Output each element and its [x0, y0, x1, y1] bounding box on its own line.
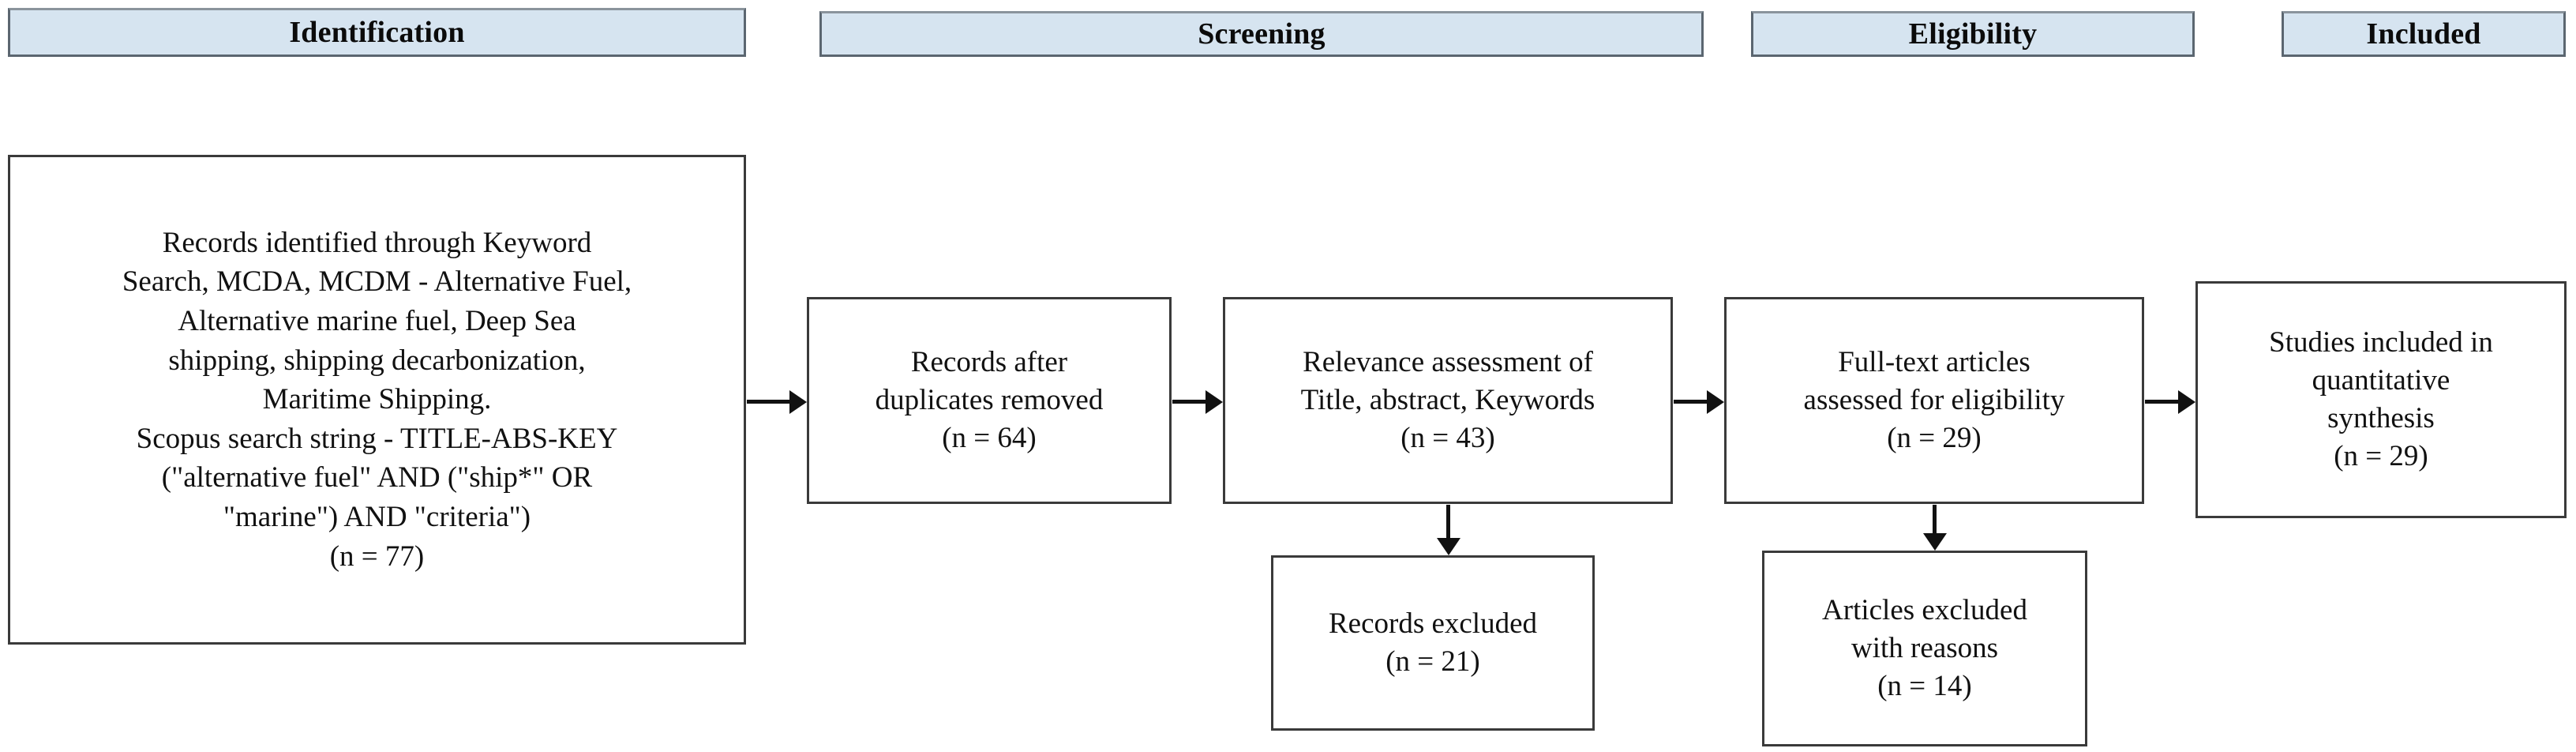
box-count: (n = 29)	[1887, 422, 1982, 455]
stage-header-screening: Screening	[819, 11, 1704, 57]
connector-relevance-to-fulltext	[1674, 400, 1707, 404]
stage-header-eligibility: Eligibility	[1751, 11, 2195, 57]
box-line: assessed for eligibility	[1803, 383, 2065, 416]
box-studies-included-quantitative-synthesis: Studies included in quantitative synthes…	[2195, 281, 2567, 518]
box-line: Relevance assessment of	[1303, 345, 1593, 378]
box-line: shipping, shipping decarbonization,	[168, 344, 586, 377]
stage-header-included: Included	[2282, 11, 2566, 57]
box-line: Title, abstract, Keywords	[1300, 383, 1595, 416]
box-relevance-assessment: Relevance assessment of Title, abstract,…	[1223, 297, 1673, 504]
box-count: (n = 64)	[942, 422, 1037, 455]
box-line: ("alternative fuel" AND ("ship*" OR	[161, 461, 593, 494]
arrow-down-icon	[1923, 533, 1947, 551]
box-line: Records excluded	[1328, 607, 1538, 640]
box-count: (n = 43)	[1400, 422, 1495, 455]
box-records-excluded: Records excluded (n = 21)	[1271, 555, 1595, 731]
connector-relevance-to-records-excluded	[1446, 505, 1450, 538]
box-count: (n = 77)	[329, 540, 425, 573]
box-line: synthesis	[2327, 402, 2435, 434]
stage-header-label: Identification	[289, 16, 465, 49]
stage-header-identification: Identification	[8, 8, 746, 57]
box-line: Scopus search string - TITLE-ABS-KEY	[136, 422, 618, 455]
arrow-right-icon	[1206, 390, 1223, 414]
box-line: Maritime Shipping.	[262, 383, 492, 416]
box-line: Studies included in	[2269, 325, 2493, 359]
box-line: "marine") AND "criteria")	[223, 500, 531, 533]
stage-header-label: Included	[2366, 17, 2481, 51]
stage-header-label: Screening	[1198, 17, 1325, 51]
box-line: with reasons	[1851, 631, 1998, 664]
connector-fulltext-to-articles-excluded	[1933, 505, 1937, 533]
stage-header-label: Eligibility	[1908, 17, 2038, 51]
box-line: duplicates removed	[875, 383, 1104, 416]
box-count: (n = 14)	[1877, 670, 1972, 703]
arrow-down-icon	[1437, 538, 1460, 555]
box-count: (n = 29)	[2334, 440, 2428, 473]
box-line: Alternative marine fuel, Deep Sea	[178, 305, 576, 338]
connector-fulltext-to-included	[2145, 400, 2178, 404]
box-count: (n = 21)	[1385, 645, 1480, 678]
arrow-right-icon	[789, 390, 807, 414]
connector-duplicates-to-relevance	[1172, 400, 1206, 404]
arrow-right-icon	[2178, 390, 2195, 414]
box-line: Records after	[910, 345, 1068, 378]
box-line: Full-text articles	[1838, 345, 2030, 378]
box-line: quantitative	[2312, 363, 2450, 397]
box-line: Search, MCDA, MCDM - Alternative Fuel,	[122, 265, 632, 299]
box-articles-excluded-with-reasons: Articles excluded with reasons (n = 14)	[1762, 551, 2087, 746]
box-line: Articles excluded	[1822, 593, 2027, 626]
connector-identification-to-duplicates	[747, 400, 789, 404]
box-records-after-duplicates-removed: Records after duplicates removed (n = 64…	[807, 297, 1172, 504]
box-records-identified: Records identified through Keyword Searc…	[8, 155, 746, 645]
box-line: Records identified through Keyword	[162, 226, 592, 259]
arrow-right-icon	[1707, 390, 1724, 414]
box-full-text-articles-assessed: Full-text articles assessed for eligibil…	[1724, 297, 2144, 504]
